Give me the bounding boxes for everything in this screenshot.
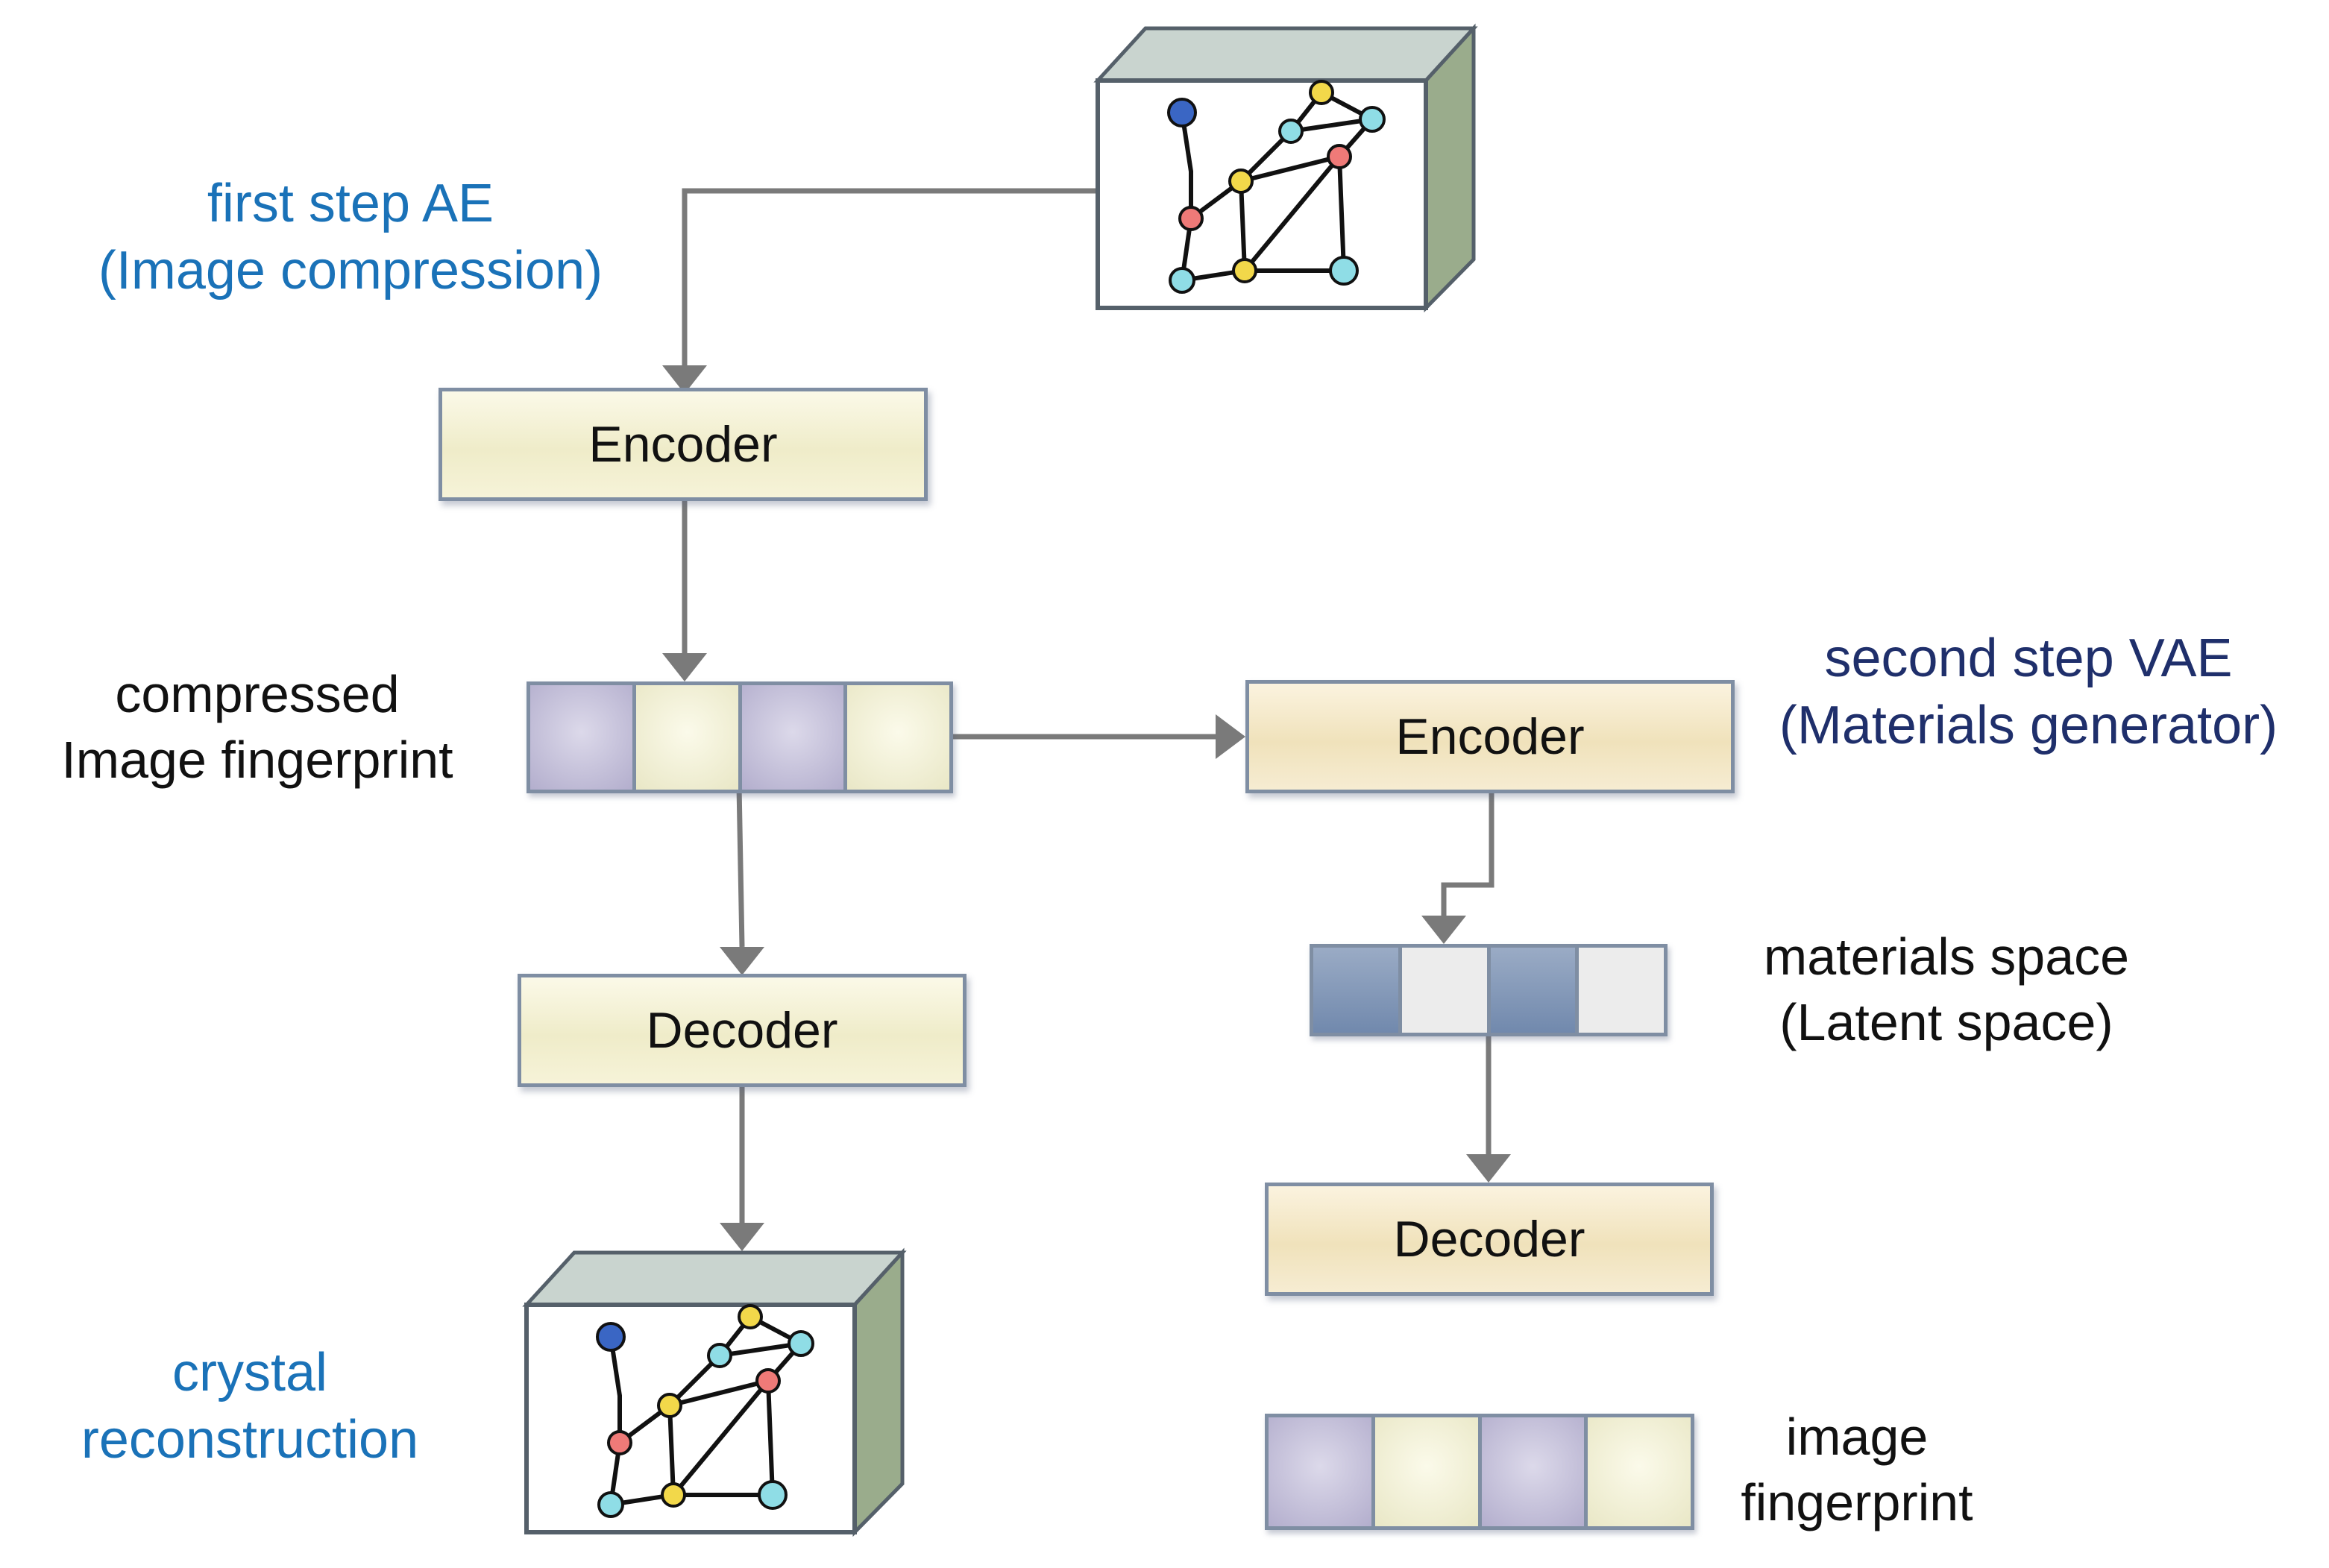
fingerprint-cell xyxy=(847,685,949,790)
arrowhead-encoder xyxy=(662,365,707,394)
legend-title: image xyxy=(1785,1408,1929,1466)
compressed-fingerprint-strip xyxy=(527,681,953,793)
vae-decoder-box: Decoder xyxy=(1265,1183,1714,1296)
crystal-reconstruction-label: crystal reconstruction xyxy=(30,1339,470,1473)
second-step-label: second step VAE (Materials generator) xyxy=(1738,625,2319,759)
legend-subtitle: fingerprint xyxy=(1741,1473,1973,1531)
second-step-subtitle: (Materials generator) xyxy=(1779,696,2278,755)
fingerprint-cell xyxy=(635,685,742,790)
latent-cell xyxy=(1313,948,1402,1033)
latent-space-subtitle: (Latent space) xyxy=(1779,992,2113,1051)
legend-cell xyxy=(1481,1417,1588,1526)
first-step-title: first step AE xyxy=(207,174,494,233)
input-crystal-cube xyxy=(1093,23,1478,313)
arrowhead-latent xyxy=(1421,916,1466,944)
node-cyan-icon xyxy=(597,1491,624,1518)
node-yellow-icon xyxy=(738,1304,763,1329)
node-blue-icon xyxy=(1167,98,1197,127)
node-red-icon xyxy=(1327,144,1352,169)
arrowhead-vae-decoder xyxy=(1466,1154,1511,1183)
arrowhead-fingerprint xyxy=(662,653,707,681)
second-step-title: second step VAE xyxy=(1824,629,2233,688)
latent-cell xyxy=(1579,948,1664,1033)
ae-decoder-box: Decoder xyxy=(518,974,967,1087)
node-blue-icon xyxy=(596,1322,626,1352)
first-step-label: first step AE (Image compression) xyxy=(52,170,649,304)
latent-cell xyxy=(1401,948,1491,1033)
node-yellow-icon xyxy=(1232,258,1257,283)
arrowhead-vae-encoder xyxy=(1216,714,1245,759)
node-cyan-icon xyxy=(1329,256,1359,286)
node-cyan-icon xyxy=(1359,106,1386,133)
node-cyan-icon xyxy=(1169,267,1195,294)
node-red-icon xyxy=(755,1368,781,1394)
materials-space-title: materials space xyxy=(1763,928,2130,986)
fingerprint-cell xyxy=(741,685,848,790)
fingerprint-cell xyxy=(530,685,636,790)
latent-space-strip xyxy=(1310,944,1668,1036)
legend-cell xyxy=(1374,1417,1482,1526)
node-yellow-icon xyxy=(1228,169,1254,194)
node-yellow-icon xyxy=(661,1482,686,1508)
arrow-vae-encoder-to-latent xyxy=(1441,793,1494,919)
legend-label: image fingerprint xyxy=(1678,1405,2036,1535)
compressed-subtitle: Image fingerprint xyxy=(61,730,453,789)
crystal-title: crystal xyxy=(172,1343,328,1402)
compressed-title: compressed xyxy=(115,665,400,723)
crystal-subtitle: reconstruction xyxy=(81,1410,419,1470)
legend-cell xyxy=(1269,1417,1375,1526)
latent-cell xyxy=(1490,948,1580,1033)
node-cyan-icon xyxy=(1278,119,1304,144)
legend-fingerprint-strip xyxy=(1265,1414,1694,1530)
arrowhead-decoder xyxy=(720,947,764,975)
reconstructed-crystal-cube xyxy=(522,1247,907,1537)
compressed-fingerprint-label: compressed Image fingerprint xyxy=(7,662,507,793)
ae-encoder-box: Encoder xyxy=(439,388,928,501)
legend-cell xyxy=(1588,1417,1691,1526)
arrow-cube-to-encoder xyxy=(682,188,1098,365)
node-red-icon xyxy=(607,1430,632,1455)
latent-space-label: materials space (Latent space) xyxy=(1708,925,2185,1055)
vae-encoder-box: Encoder xyxy=(1245,680,1735,793)
node-cyan-icon xyxy=(788,1330,814,1357)
node-red-icon xyxy=(1178,206,1204,231)
node-yellow-icon xyxy=(1309,80,1334,105)
first-step-subtitle: (Image compression) xyxy=(98,241,603,300)
arrowhead-crystal xyxy=(720,1223,764,1251)
node-yellow-icon xyxy=(657,1393,682,1418)
node-cyan-icon xyxy=(758,1480,788,1510)
node-cyan-icon xyxy=(707,1343,732,1368)
